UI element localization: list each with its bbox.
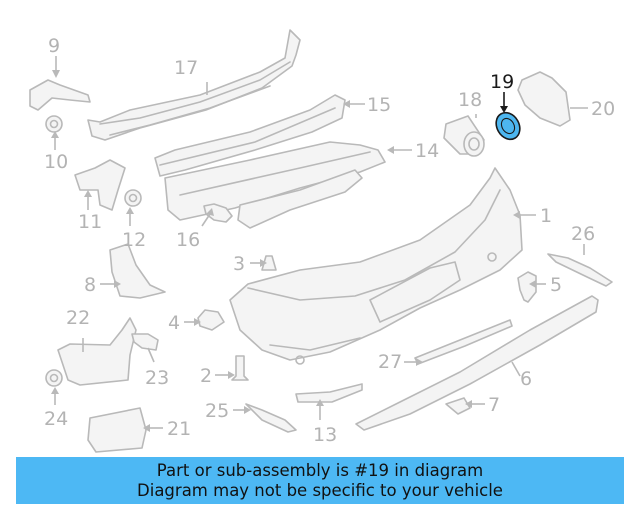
callout-8: 8	[84, 274, 96, 296]
part-9-bracket	[29, 79, 91, 111]
callout-11: 11	[78, 211, 102, 233]
leader-19	[500, 92, 508, 113]
callout-6: 6	[520, 368, 532, 390]
part-16-bolt	[203, 203, 233, 223]
part-5-clip	[517, 271, 537, 303]
part-19-sensor-ring	[495, 111, 521, 141]
callout-2: 2	[200, 365, 212, 387]
leader-lines	[51, 56, 588, 432]
part-17-impact-bar	[87, 29, 301, 141]
callout-14: 14	[415, 140, 439, 162]
part-12-nut	[124, 189, 142, 207]
callout-22: 22	[66, 307, 90, 329]
part-20-bracket	[517, 71, 571, 127]
callout-17: 17	[174, 57, 198, 79]
callout-16: 16	[176, 229, 200, 251]
callout-18: 18	[458, 89, 482, 111]
callout-3: 3	[233, 253, 245, 275]
callout-24: 24	[44, 408, 68, 430]
callout-23: 23	[145, 367, 169, 389]
callout-25: 25	[205, 400, 229, 422]
info-banner: Part or sub-assembly is #19 in diagram D…	[16, 457, 624, 504]
callout-26: 26	[571, 223, 595, 245]
part-22-bracket	[57, 317, 137, 386]
callout-21: 21	[167, 418, 191, 440]
callout-13: 13	[313, 424, 337, 446]
callout-19: 19	[490, 71, 514, 93]
part-7-clip	[445, 397, 471, 415]
callout-27: 27	[378, 351, 402, 373]
part-11-bracket	[74, 159, 126, 211]
part-2-bolt	[231, 355, 249, 381]
callout-15: 15	[367, 94, 391, 116]
callout-4: 4	[168, 312, 180, 334]
banner-line-1: Part or sub-assembly is #19 in diagram	[156, 460, 484, 480]
callout-10: 10	[44, 151, 68, 173]
part-24-nut	[45, 369, 63, 387]
callout-1: 1	[540, 205, 552, 227]
callout-20: 20	[591, 98, 615, 120]
callout-12: 12	[122, 229, 146, 251]
part-26-strip	[547, 253, 613, 287]
banner-line-2: Diagram may not be specific to your vehi…	[137, 480, 503, 500]
callout-7: 7	[488, 394, 500, 416]
part-21-housing	[87, 407, 147, 453]
part-18-sensor	[443, 115, 485, 157]
part-10-nut	[45, 115, 63, 133]
callout-labels: 9 10 11 12 17 16 8 3 4 22 23 24 21 2 25 …	[44, 35, 615, 446]
part-14-bumper-beam	[164, 141, 386, 229]
callout-9: 9	[48, 35, 60, 57]
part-1-bumper-cover	[229, 167, 523, 365]
part-23-bolt	[131, 333, 159, 351]
part-8-bracket	[109, 243, 166, 299]
part-25-reflector	[245, 403, 297, 433]
part-4-clip	[197, 309, 225, 331]
part-13-trim	[295, 383, 363, 403]
callout-5: 5	[550, 274, 562, 296]
part-3-clip	[261, 255, 277, 271]
part-6-lower-panel	[355, 295, 599, 431]
